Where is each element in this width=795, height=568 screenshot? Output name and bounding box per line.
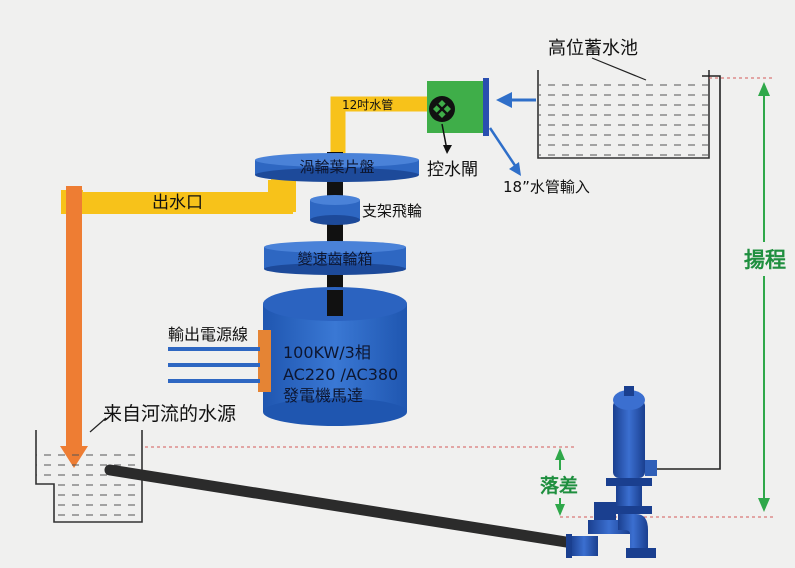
label-gearbox: 變速齒輪箱	[297, 250, 372, 268]
label-pipe-12: 12吋水管	[342, 97, 393, 112]
label-river-source: 来自河流的水源	[103, 403, 236, 425]
drop-dimension-arrow	[532, 448, 588, 516]
outlet-pipe-joint	[268, 180, 296, 212]
label-flywheel: 支架飛輪	[362, 202, 422, 220]
label-high-reservoir: 高位蓄水池	[548, 38, 638, 59]
label-outlet: 出水口	[152, 193, 203, 213]
terminal-block	[258, 330, 271, 392]
flywheel	[310, 195, 360, 225]
head-dimension-arrow	[738, 82, 792, 512]
label-drop: 落差	[540, 474, 578, 497]
pump-assembly	[566, 386, 657, 558]
inflow-arrow	[496, 92, 536, 108]
reservoir-water	[539, 82, 708, 156]
output-cable-lines	[168, 347, 260, 383]
intake-pipe	[104, 464, 591, 551]
orange-down-pipe	[60, 186, 88, 468]
pipe-18-arrow	[488, 127, 521, 176]
generator	[258, 287, 407, 426]
reservoir-leader-line	[591, 57, 647, 81]
label-output-cable: 輸出電源線	[168, 325, 248, 344]
label-water-gate: 控水閘	[427, 160, 478, 180]
label-turbine-disc: 渦輪葉片盤	[299, 158, 374, 176]
gearbox	[264, 241, 406, 275]
gate-flange	[483, 78, 489, 136]
label-gen-line3: 發電機馬達	[283, 386, 363, 405]
reservoir-walls	[537, 70, 710, 159]
pipe-12inch	[330, 96, 427, 158]
label-head: 揚程	[744, 248, 786, 272]
label-pipe-18-input: 18”水管輸入	[503, 178, 590, 196]
label-gen-line1: 100KW/3相	[283, 343, 371, 362]
turbine-disc	[255, 153, 419, 182]
high-reservoir	[537, 57, 721, 470]
return-pipe-line	[655, 75, 721, 470]
dimension-guides	[145, 77, 775, 518]
water-gate	[427, 78, 489, 154]
label-gen-line2: AC220 /AC380	[283, 365, 398, 384]
